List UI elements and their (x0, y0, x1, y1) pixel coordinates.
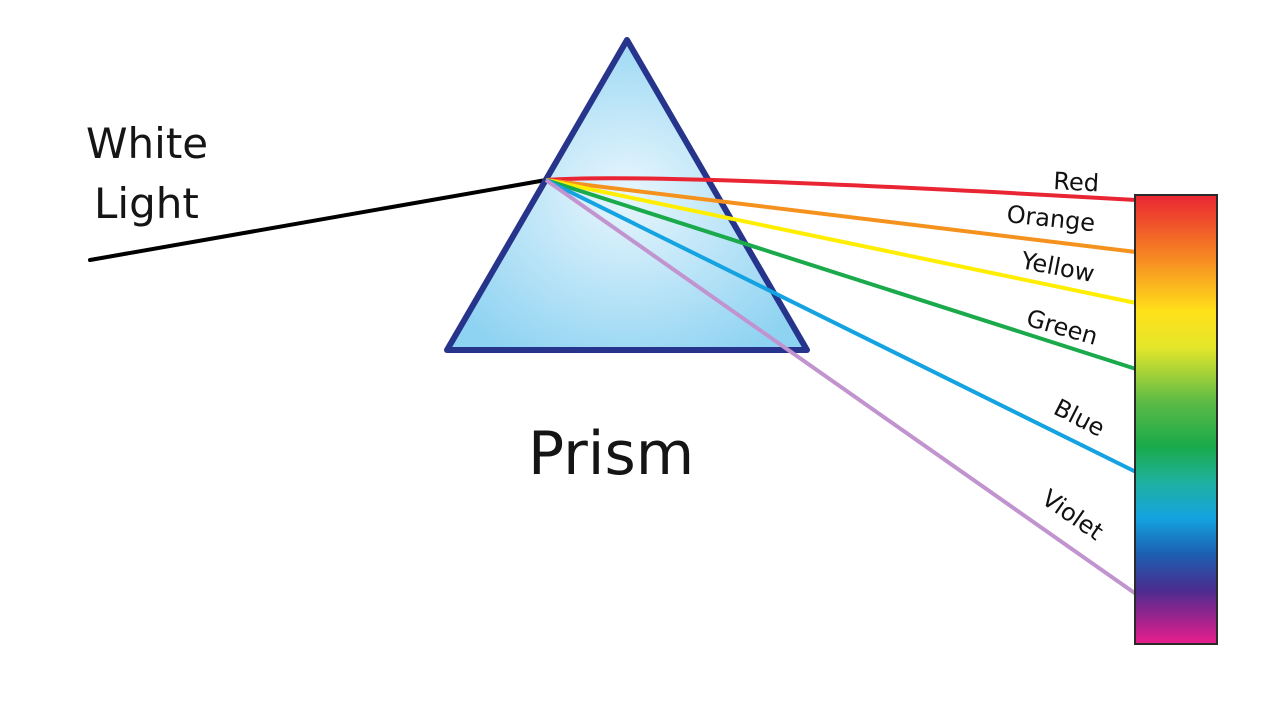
dispersed-rays (544, 176, 1138, 596)
ray-blue (545, 178, 1137, 474)
spectrum-screen (1134, 194, 1218, 645)
prism-label: Prism (528, 419, 694, 489)
white-light-ray (88, 178, 548, 262)
ray-yellow (545, 178, 1137, 305)
ray-label-orange: Orange (1005, 200, 1096, 237)
ray-green (545, 178, 1137, 371)
ray-violet (544, 178, 1138, 596)
white-light-label-line1: White (86, 119, 208, 168)
ray-label-red: Red (1053, 167, 1100, 197)
ray-orange (545, 178, 1137, 254)
ray-label-violet: Violet (1037, 484, 1109, 546)
white-light-label-line2: Light (94, 179, 199, 228)
ray-red (545, 176, 1137, 202)
